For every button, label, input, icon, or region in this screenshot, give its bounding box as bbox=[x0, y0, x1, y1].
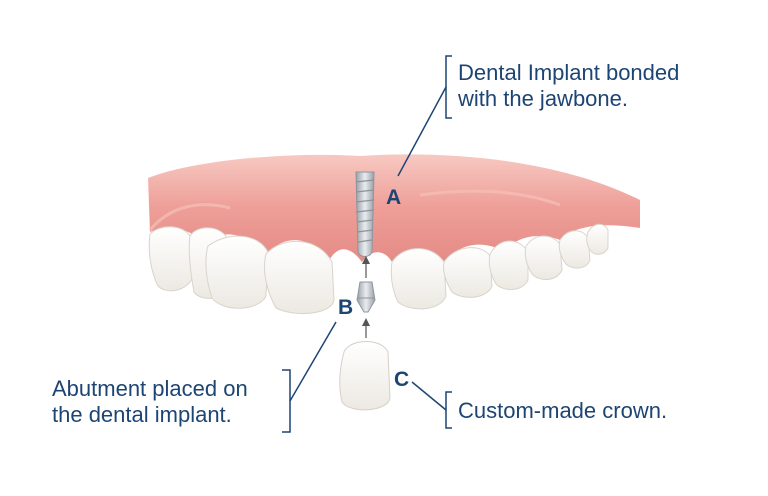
leader-implant bbox=[397, 86, 447, 177]
callout-lines bbox=[282, 55, 452, 433]
bracket-implant bbox=[445, 55, 452, 119]
left-tooth-3 bbox=[205, 235, 269, 309]
right-tooth-4 bbox=[524, 235, 563, 280]
leader-abutment bbox=[289, 321, 337, 402]
left-tooth-1 bbox=[148, 226, 195, 292]
caption-abutment: Abutment placed on the dental implant. bbox=[52, 376, 248, 427]
left-central-tooth bbox=[263, 241, 335, 314]
right-tooth-2 bbox=[443, 247, 493, 298]
teeth bbox=[148, 223, 609, 314]
label-letter-b: B bbox=[338, 296, 354, 319]
implant-screw bbox=[355, 171, 375, 257]
arrow-abutment-to-implant bbox=[362, 256, 370, 278]
bracket-abutment bbox=[282, 369, 291, 433]
caption-implant: Dental Implant bonded with the jawbone. bbox=[458, 60, 680, 111]
crown bbox=[339, 341, 391, 411]
leader-crown bbox=[411, 381, 447, 411]
right-tooth-5 bbox=[558, 230, 591, 269]
abutment bbox=[356, 281, 376, 313]
caption-crown: Custom-made crown. bbox=[458, 398, 668, 423]
right-tooth-6 bbox=[586, 223, 609, 255]
label-letter-c: C bbox=[394, 368, 410, 391]
label-letter-a: A bbox=[386, 186, 402, 209]
right-central-tooth bbox=[390, 248, 447, 310]
arrow-crown-to-abutment bbox=[362, 318, 370, 338]
gum bbox=[148, 154, 640, 262]
right-tooth-3 bbox=[488, 240, 529, 290]
bracket-crown bbox=[445, 391, 452, 429]
